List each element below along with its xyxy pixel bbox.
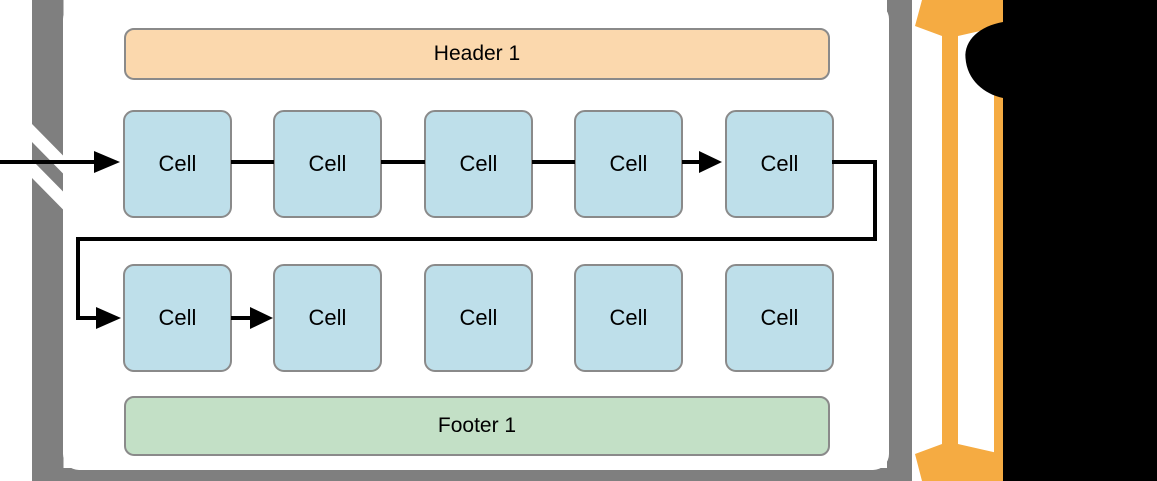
frame-bottom-strip: [32, 468, 912, 481]
cell-box: Cell: [273, 110, 382, 218]
cell-box: Cell: [725, 264, 834, 372]
cell-box: Cell: [574, 110, 683, 218]
frame-left-strip: [32, 0, 64, 481]
cell-box: Cell: [123, 110, 232, 218]
cell-box: Cell: [424, 110, 533, 218]
frame-break-notch-lower: [32, 160, 64, 210]
frame-right-strip: [887, 0, 912, 481]
cell-box: Cell: [424, 264, 533, 372]
cell-box: Cell: [725, 110, 834, 218]
cell-box: Cell: [273, 264, 382, 372]
section-header: Header 1: [124, 28, 830, 80]
section-footer: Footer 1: [124, 396, 830, 456]
cell-box: Cell: [574, 264, 683, 372]
cell-box: Cell: [123, 264, 232, 372]
